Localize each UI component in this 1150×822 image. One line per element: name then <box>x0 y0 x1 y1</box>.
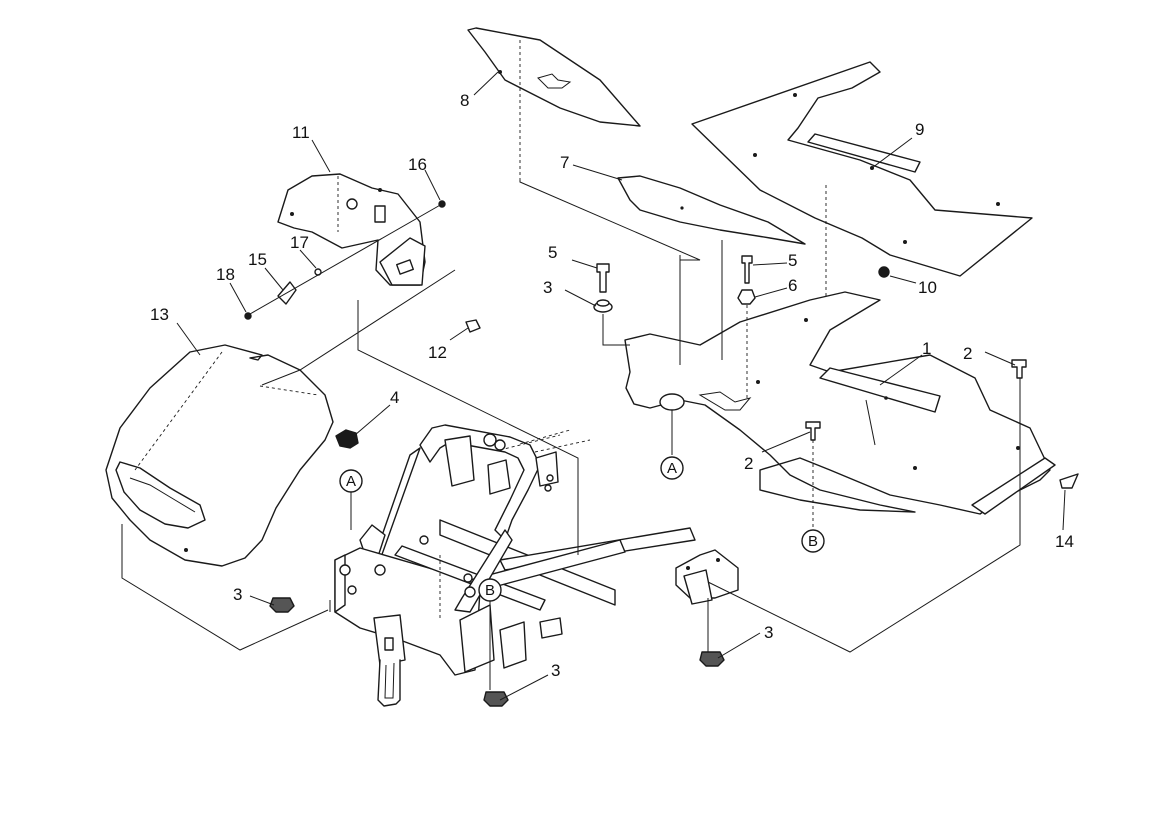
callout-16: 16 <box>408 155 427 174</box>
part-7-strip <box>617 175 806 245</box>
callout-1: 1 <box>922 339 931 358</box>
svg-text:B: B <box>808 533 818 550</box>
ref-a-upper: A <box>660 456 684 480</box>
frame-assembly <box>334 424 739 707</box>
callout-5-right: 5 <box>788 251 797 270</box>
ref-b-upper: B <box>801 529 825 553</box>
fasteners <box>244 200 1079 707</box>
callout-3-right: 3 <box>764 623 773 642</box>
callout-7: 7 <box>560 153 569 172</box>
callout-15: 15 <box>248 250 267 269</box>
part-11-bracket <box>277 173 426 286</box>
callout-11: 11 <box>292 123 310 142</box>
callout-2-right: 2 <box>963 344 972 363</box>
part-1-bumper-assembly <box>624 240 1056 515</box>
callout-12: 12 <box>428 343 447 362</box>
callout-8: 8 <box>460 91 469 110</box>
callout-3-bottom: 3 <box>551 661 560 680</box>
svg-text:A: A <box>346 473 356 490</box>
svg-text:A: A <box>667 460 677 477</box>
callout-13: 13 <box>150 305 169 324</box>
callout-2-center: 2 <box>744 454 753 473</box>
ref-b-lower: B <box>478 578 502 602</box>
part-13-hood <box>105 344 334 567</box>
callout-3-left: 3 <box>233 585 242 604</box>
assembly-lines <box>121 180 1021 690</box>
callout-9: 9 <box>915 120 924 139</box>
part-9-panel <box>691 61 1033 330</box>
svg-text:B: B <box>485 582 495 599</box>
callout-5-left: 5 <box>548 243 557 262</box>
callout-18: 18 <box>216 265 235 284</box>
callout-3-upper: 3 <box>543 278 552 297</box>
callout-labels: 1 2 2 3 3 3 3 4 5 5 6 7 8 9 10 11 12 13 … <box>150 91 1074 680</box>
callout-10: 10 <box>918 278 937 297</box>
callout-6: 6 <box>788 276 797 295</box>
callout-17: 17 <box>290 233 309 252</box>
callout-14: 14 <box>1055 532 1074 551</box>
callout-leaders <box>176 71 1066 701</box>
ref-a-lower: A <box>339 469 363 493</box>
part-8-shield <box>467 27 641 180</box>
callout-4: 4 <box>390 388 399 407</box>
